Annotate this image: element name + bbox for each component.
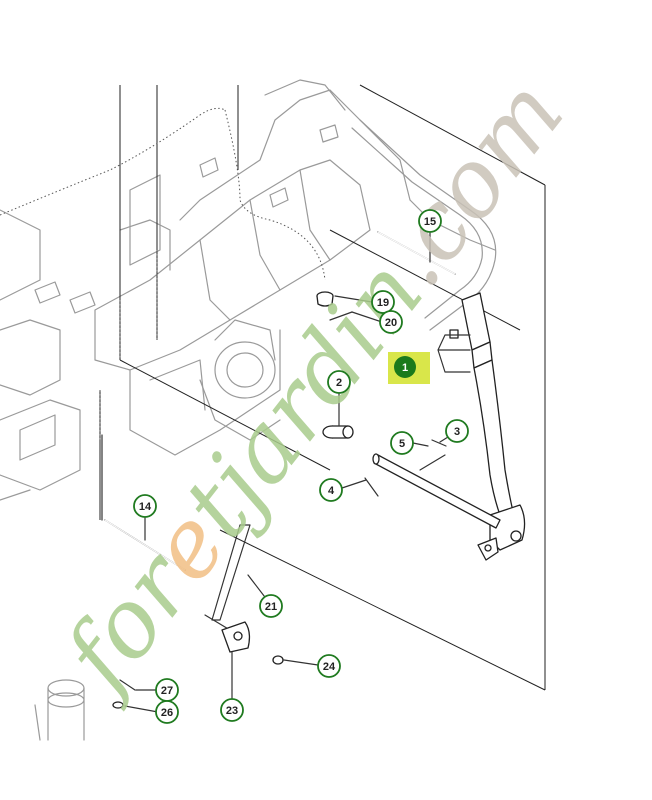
part-clip-5 (419, 454, 446, 471)
callout-1-highlighted[interactable]: 1 (388, 352, 430, 384)
svg-text:19: 19 (377, 297, 389, 309)
svg-text:foretjardin.com: foretjardin.com (41, 60, 586, 714)
callout-14[interactable]: 14 (133, 494, 157, 518)
callout-3[interactable]: 3 (445, 419, 469, 443)
cable-dotted (0, 107, 326, 440)
callout-24[interactable]: 24 (317, 654, 341, 678)
part-rod-15 (377, 231, 456, 275)
svg-text:5: 5 (399, 438, 405, 450)
part-washer-26 (112, 701, 124, 709)
callout-5[interactable]: 5 (390, 431, 414, 455)
svg-text:1: 1 (402, 362, 408, 374)
callout-2[interactable]: 2 (327, 370, 351, 394)
svg-text:2: 2 (336, 377, 342, 389)
part-bushing-19 (316, 291, 334, 307)
callout-19[interactable]: 19 (371, 290, 395, 314)
svg-text:20: 20 (385, 317, 397, 329)
callouts: 15 19 20 1 2 5 3 4 (133, 209, 469, 724)
svg-text:26: 26 (161, 707, 173, 719)
callout-20[interactable]: 20 (379, 310, 403, 334)
assembly-frame (99, 84, 546, 691)
watermark: foretjardin.com (41, 60, 586, 714)
part-rod-14 (101, 434, 186, 571)
callout-27[interactable]: 27 (155, 678, 179, 702)
part-pin-3 (431, 439, 447, 447)
svg-text:15: 15 (424, 216, 436, 228)
svg-text:3: 3 (454, 426, 460, 438)
callout-21[interactable]: 21 (259, 594, 283, 618)
callout-26[interactable]: 26 (155, 700, 179, 724)
svg-text:27: 27 (161, 685, 173, 697)
part-pin-27 (119, 679, 136, 691)
svg-text:24: 24 (323, 661, 336, 673)
svg-text:21: 21 (265, 601, 277, 613)
svg-text:14: 14 (139, 501, 152, 513)
part-shaft-4 (364, 453, 501, 529)
callout-15[interactable]: 15 (418, 209, 442, 233)
part-spacer-2 (322, 425, 354, 439)
frame-line-art (0, 79, 497, 741)
part-nut-24 (272, 655, 284, 665)
callout-23[interactable]: 23 (220, 698, 244, 722)
part-pin-20 (329, 311, 353, 321)
callout-4[interactable]: 4 (319, 478, 343, 502)
part-link-21 (204, 524, 251, 631)
part-lever-1 (449, 292, 526, 561)
part-bracket-23 (221, 621, 251, 691)
svg-text:4: 4 (328, 485, 335, 497)
svg-text:23: 23 (226, 705, 238, 717)
